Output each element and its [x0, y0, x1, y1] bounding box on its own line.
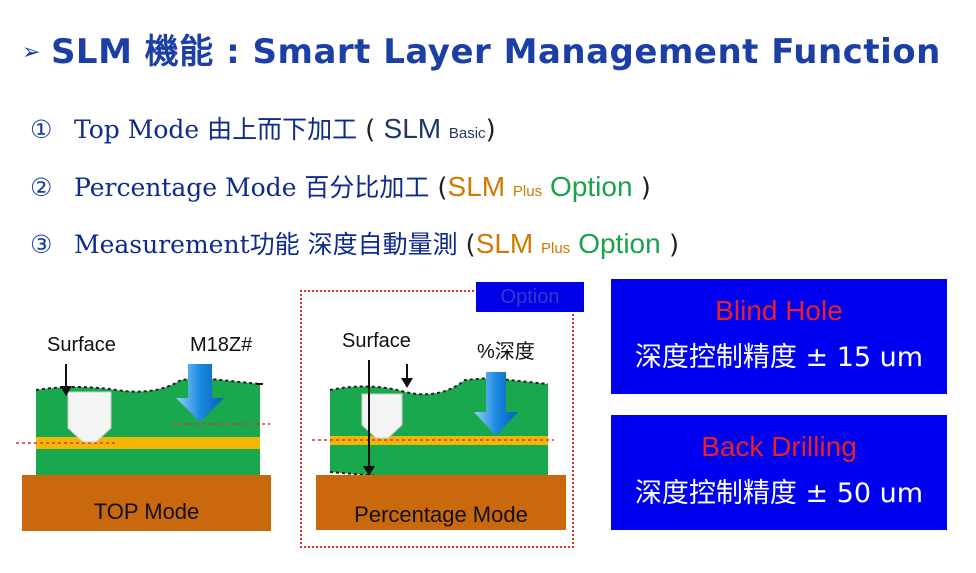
option-label: Option	[578, 228, 661, 259]
blind-hole-box: Blind Hole 深度控制精度 ± 15 um	[611, 279, 947, 394]
box-spec: 深度控制精度 ± 50 um	[634, 478, 924, 509]
percentage-mode-label: Percentage Mode	[354, 502, 528, 527]
mode-number: ③	[30, 230, 53, 259]
slm-label: SLM Plus	[475, 228, 571, 259]
drill-hole	[67, 391, 112, 443]
mode-description: Top Mode 由上而下加工	[74, 115, 358, 144]
mode-description: Percentage Mode 百分比加工	[74, 173, 430, 202]
tool-arrow-icon	[176, 364, 224, 422]
down-arrow-icon	[60, 386, 72, 396]
arrow-bullet-icon: ➢	[22, 40, 41, 65]
box-heading: Back Drilling	[701, 431, 857, 462]
top-mode-diagram	[16, 364, 271, 531]
base-block	[22, 475, 271, 531]
down-arrow-icon	[401, 378, 413, 388]
tool-label: M18Z#	[190, 334, 253, 356]
percentage-mode-diagram	[312, 360, 566, 530]
option-frame	[300, 290, 574, 548]
copper-layer	[36, 437, 260, 449]
top-mode-label: TOP Mode	[93, 499, 200, 524]
down-arrow-icon	[363, 466, 375, 476]
surface-label: Surface	[47, 334, 116, 356]
box-spec: 深度控制精度 ± 15 um	[634, 342, 924, 373]
slm-label: SLM Basic	[383, 113, 486, 144]
drill-hole	[361, 393, 403, 439]
mode-description: Measurement功能 深度自動量測	[74, 230, 458, 259]
option-tag: Option	[476, 282, 584, 312]
base-block	[316, 475, 566, 530]
surface-line	[329, 376, 549, 396]
back-drilling-box: Back Drilling 深度控制精度 ± 50 um	[611, 415, 947, 530]
page-title-text: SLM 機能 : Smart Layer Management Function	[50, 32, 941, 72]
page-title: ➢ SLM 機能 : Smart Layer Management Functio…	[22, 24, 941, 73]
surface-label: Surface	[342, 330, 411, 352]
depth-label: %深度	[477, 341, 535, 363]
option-label: Option	[550, 171, 633, 202]
box-heading: Blind Hole	[715, 295, 843, 326]
mode-number: ②	[30, 173, 53, 202]
tool-arrow-icon	[474, 372, 518, 436]
slm-label: SLM Plus	[447, 171, 543, 202]
mode-number: ①	[30, 115, 53, 144]
